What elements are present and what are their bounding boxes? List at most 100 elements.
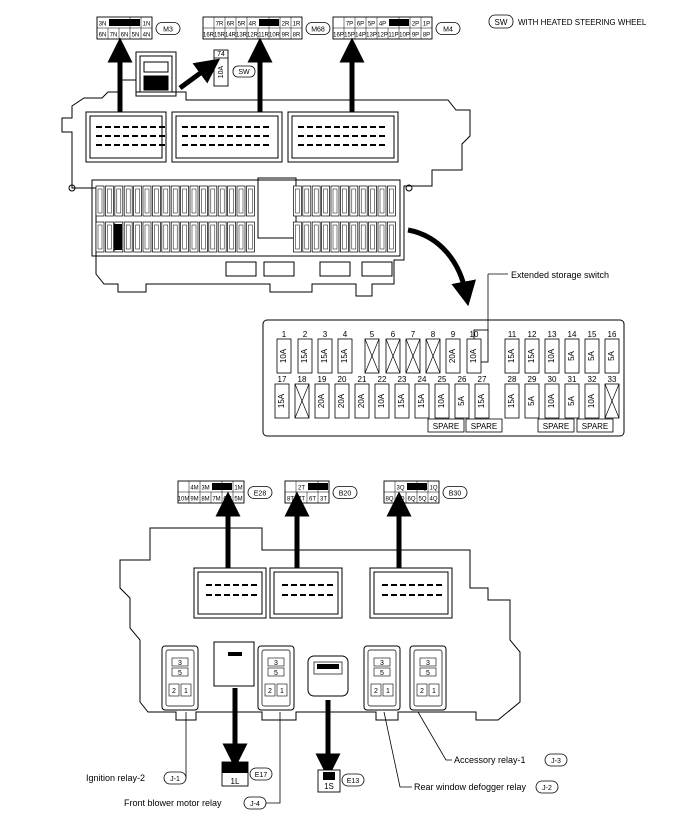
fuse-rating: 15A	[397, 393, 406, 408]
fuse-18: 18	[294, 375, 310, 419]
spare-slot: SPARE	[537, 418, 575, 433]
sw-fuse-tag-text: SW	[238, 69, 250, 76]
fuse-rating: 20A	[448, 348, 457, 363]
pin-label: 12R	[247, 33, 259, 39]
fuse-rating: 15A	[300, 348, 309, 363]
relay-pin: 3	[426, 660, 430, 667]
pin-label: 6T	[309, 497, 316, 503]
legend: SW WITH HEATED STEERING WHEEL	[488, 14, 647, 29]
top-fuse-block	[61, 51, 471, 297]
pin-label: 9R	[282, 33, 290, 39]
e17-socket	[213, 641, 255, 687]
connector-id: E28	[254, 491, 267, 498]
fuse-6: 6	[385, 330, 401, 374]
relay-pin: 3	[380, 660, 384, 667]
fuse-22: 22 10A	[374, 375, 390, 419]
pin-label: 3N	[99, 22, 107, 28]
pin-label: 9P	[412, 33, 419, 39]
accessory-relay-1-label: Accessory relay-1	[454, 755, 526, 765]
fuse-rating: 15A	[277, 393, 286, 408]
e17-pin: 1L	[231, 777, 240, 786]
fuse-rating: 10A	[377, 393, 386, 408]
pin-label: 3R	[271, 22, 279, 28]
pin-label: 6N	[99, 33, 107, 39]
pin-label: 16R	[203, 33, 215, 39]
relay-pin: 1	[184, 688, 188, 695]
pin-label: 2P	[412, 22, 419, 28]
fuse-number: 15	[588, 330, 597, 339]
fuse-rating: 20A	[317, 393, 326, 408]
fuse-number: 1	[282, 330, 287, 339]
fuse-number: 23	[398, 375, 407, 384]
pin-label: 6N	[121, 33, 129, 39]
pin-label: 11P	[388, 33, 398, 39]
pin-label: 2T	[298, 486, 305, 492]
pin-label: 8R	[293, 33, 301, 39]
relay-pin: 3	[178, 660, 182, 667]
fuse-number: 22	[378, 375, 387, 384]
pin-label: 1N	[143, 22, 151, 28]
sw-fuse: 74 10A SW	[213, 49, 256, 87]
relay-pin: 5	[426, 670, 430, 677]
relay-pin: 2	[374, 688, 378, 695]
fuse-rating: 20A	[337, 393, 346, 408]
pin-label: 4R	[249, 22, 257, 28]
fuse-rating: 10A	[547, 393, 556, 408]
pin-label: 1T	[320, 486, 327, 492]
fuse-number: 6	[391, 330, 396, 339]
spare-label: SPARE	[433, 422, 460, 431]
legend-code: SW	[495, 18, 508, 27]
e17-connector: 1L E17	[221, 761, 273, 787]
pin-label: 12P	[377, 33, 388, 39]
fuse-20: 20 20A	[334, 375, 350, 419]
pin-label: 7Q	[396, 497, 404, 503]
fuse-rating: 10A	[469, 348, 478, 363]
e17-id: E17	[255, 772, 268, 779]
pin-label: 4M	[190, 486, 198, 492]
connector-id-tag	[332, 486, 358, 499]
fuse-number: 4	[343, 330, 348, 339]
fuse-number: 20	[338, 375, 347, 384]
rear-defogger-relay-label: Rear window defogger relay	[414, 782, 527, 792]
connector-id-tag	[442, 486, 468, 499]
spare-slot: SPARE	[465, 418, 503, 433]
pin-label: 13R	[236, 33, 248, 39]
fuse-rating: 5A	[457, 395, 466, 405]
fuse-rating: 10A	[437, 393, 446, 408]
pin-label: 15R	[214, 33, 226, 39]
front-blower-relay-label: Front blower motor relay	[124, 798, 222, 808]
pin-label: 1R	[293, 22, 301, 28]
relay-callouts: Ignition relay-2 J-1 Front blower motor …	[86, 711, 568, 810]
pin-label: 8T	[287, 497, 294, 503]
relay-pin: 2	[268, 688, 272, 695]
pin-label: 2M	[223, 486, 231, 492]
relay-pin: 3	[274, 660, 278, 667]
fuse-19: 19 20A	[314, 375, 330, 419]
storage-switch-label: Extended storage switch	[511, 270, 609, 280]
pin-label: 3T	[320, 497, 327, 503]
pin-label: 8P	[423, 33, 430, 39]
connector-id: B20	[339, 491, 352, 498]
fuse-number: 27	[478, 375, 487, 384]
fuse-number: 26	[458, 375, 467, 384]
connector-id: M4	[443, 27, 453, 34]
connector-id-tag	[155, 22, 181, 35]
pin-label: 3P	[401, 22, 408, 28]
fuse-number: 19	[318, 375, 327, 384]
fuse-23: 23 15A	[394, 375, 410, 419]
pin-label: 10M	[178, 497, 190, 503]
top-arrows	[107, 37, 476, 307]
fuse-number: 3	[323, 330, 328, 339]
